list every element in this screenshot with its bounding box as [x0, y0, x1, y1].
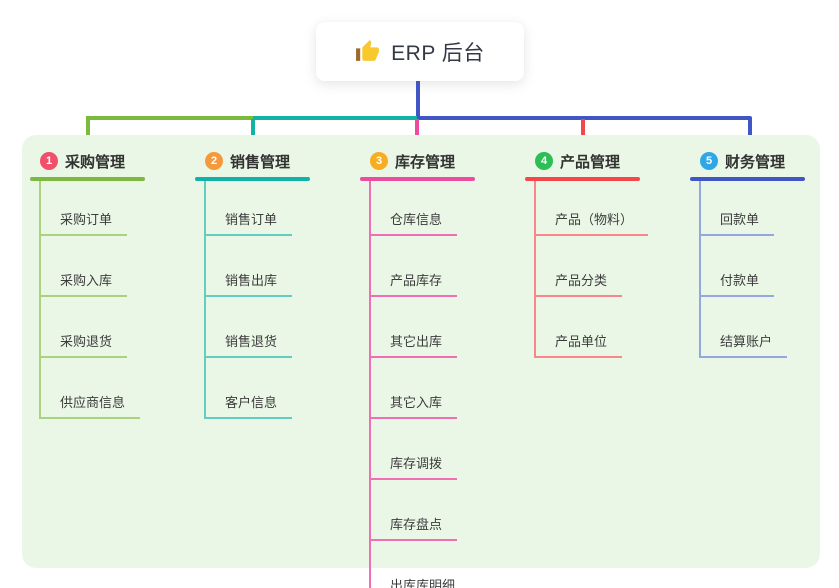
node-label: 仓库信息: [390, 212, 443, 227]
node-label: 销售出库: [225, 273, 278, 288]
tree-node[interactable]: 产品分类: [536, 236, 623, 297]
connector-drop-finance: [748, 119, 752, 150]
branch-underline: [360, 177, 475, 181]
root-label: ERP 后台: [391, 41, 485, 65]
tree-node[interactable]: 产品（物料）: [536, 181, 649, 236]
branch-underline: [525, 177, 640, 181]
node-label: 供应商信息: [60, 395, 126, 410]
branch-children: 销售订单 销售出库 销售退货 客户信息: [204, 181, 293, 419]
branches-panel: [22, 135, 820, 568]
branch-purchase-header[interactable]: 1 采购管理: [30, 150, 145, 172]
badge-2: 2: [205, 152, 223, 170]
node-label: 库存盘点: [390, 517, 443, 532]
root-node[interactable]: ERP 后台: [316, 22, 524, 81]
tree-node[interactable]: 付款单: [701, 236, 775, 297]
branch-title: 库存管理: [395, 153, 456, 171]
tree-node[interactable]: 产品库存: [371, 236, 458, 297]
branch-inventory-header[interactable]: 3 库存管理: [360, 150, 475, 172]
tree-node[interactable]: 其它入库: [371, 358, 458, 419]
connector-drop-sales: [251, 119, 255, 150]
tree-node[interactable]: 回款单: [701, 181, 775, 236]
node-label: 其它出库: [390, 334, 443, 349]
branch-product-header[interactable]: 4 产品管理: [525, 150, 648, 172]
node-label: 结算账户: [720, 334, 773, 349]
branch-title: 采购管理: [65, 153, 126, 171]
tree-node[interactable]: 其它出库: [371, 297, 458, 358]
tree-node[interactable]: 供应商信息: [41, 358, 141, 419]
thumbs-up-icon: [356, 40, 380, 61]
node-label: 产品分类: [555, 273, 608, 288]
tree-node[interactable]: 销售出库: [206, 236, 293, 297]
branch-finance-header[interactable]: 5 财务管理: [690, 150, 805, 172]
branch-purchase: 1 采购管理 采购订单 采购入库 采购退货 供应商信息: [30, 150, 145, 419]
branch-inventory: 3 库存管理 仓库信息 产品库存 其它出库 其它入库 库存调拨 库存盘点 出库库…: [360, 150, 475, 588]
connector-drop-purchase: [86, 119, 90, 150]
tree-node[interactable]: 销售订单: [206, 181, 293, 236]
branch-finance: 5 财务管理 回款单 付款单 结算账户: [690, 150, 805, 358]
branch-underline: [690, 177, 805, 181]
tree-node[interactable]: 结算账户: [701, 297, 788, 358]
tree-node[interactable]: 库存调拨: [371, 419, 458, 480]
tree-node[interactable]: 采购订单: [41, 181, 128, 236]
node-label: 出库库明细: [390, 578, 456, 588]
tree-node[interactable]: 仓库信息: [371, 181, 458, 236]
node-label: 客户信息: [225, 395, 278, 410]
connector-bus-teal: [253, 116, 419, 120]
branch-underline: [30, 177, 145, 181]
tree-node[interactable]: 库存盘点: [371, 480, 458, 541]
connector-bus-green: [86, 116, 255, 120]
badge-1: 1: [40, 152, 58, 170]
tree-node[interactable]: 出库库明细: [371, 541, 470, 588]
node-label: 产品库存: [390, 273, 443, 288]
node-label: 其它入库: [390, 395, 443, 410]
badge-4: 4: [535, 152, 553, 170]
node-label: 回款单: [720, 212, 760, 227]
node-label: 销售订单: [225, 212, 278, 227]
connector-bus-blue: [417, 116, 752, 120]
branch-sales: 2 销售管理 销售订单 销售出库 销售退货 客户信息: [195, 150, 310, 419]
branch-sales-header[interactable]: 2 销售管理: [195, 150, 310, 172]
branch-children: 回款单 付款单 结算账户: [699, 181, 788, 358]
branch-title: 财务管理: [725, 153, 786, 171]
badge-3: 3: [370, 152, 388, 170]
tree-node[interactable]: 采购退货: [41, 297, 128, 358]
tree-node[interactable]: 产品单位: [536, 297, 623, 358]
branch-children: 产品（物料） 产品分类 产品单位: [534, 181, 649, 358]
badge-5: 5: [700, 152, 718, 170]
branch-title: 销售管理: [230, 153, 291, 171]
node-label: 库存调拨: [390, 456, 443, 471]
branch-product: 4 产品管理 产品（物料） 产品分类 产品单位: [525, 150, 649, 358]
tree-node[interactable]: 销售退货: [206, 297, 293, 358]
branch-title: 产品管理: [560, 153, 621, 171]
branch-underline: [195, 177, 310, 181]
node-label: 产品单位: [555, 334, 608, 349]
tree-node[interactable]: 采购入库: [41, 236, 128, 297]
node-label: 付款单: [720, 273, 760, 288]
node-label: 产品（物料）: [555, 212, 634, 227]
node-label: 采购退货: [60, 334, 113, 349]
node-label: 采购订单: [60, 212, 113, 227]
node-label: 采购入库: [60, 273, 113, 288]
branch-children: 采购订单 采购入库 采购退货 供应商信息: [39, 181, 141, 419]
branch-children: 仓库信息 产品库存 其它出库 其它入库 库存调拨 库存盘点 出库库明细: [369, 181, 470, 588]
tree-node[interactable]: 客户信息: [206, 358, 293, 419]
node-label: 销售退货: [225, 334, 278, 349]
connector-root: [416, 81, 420, 118]
